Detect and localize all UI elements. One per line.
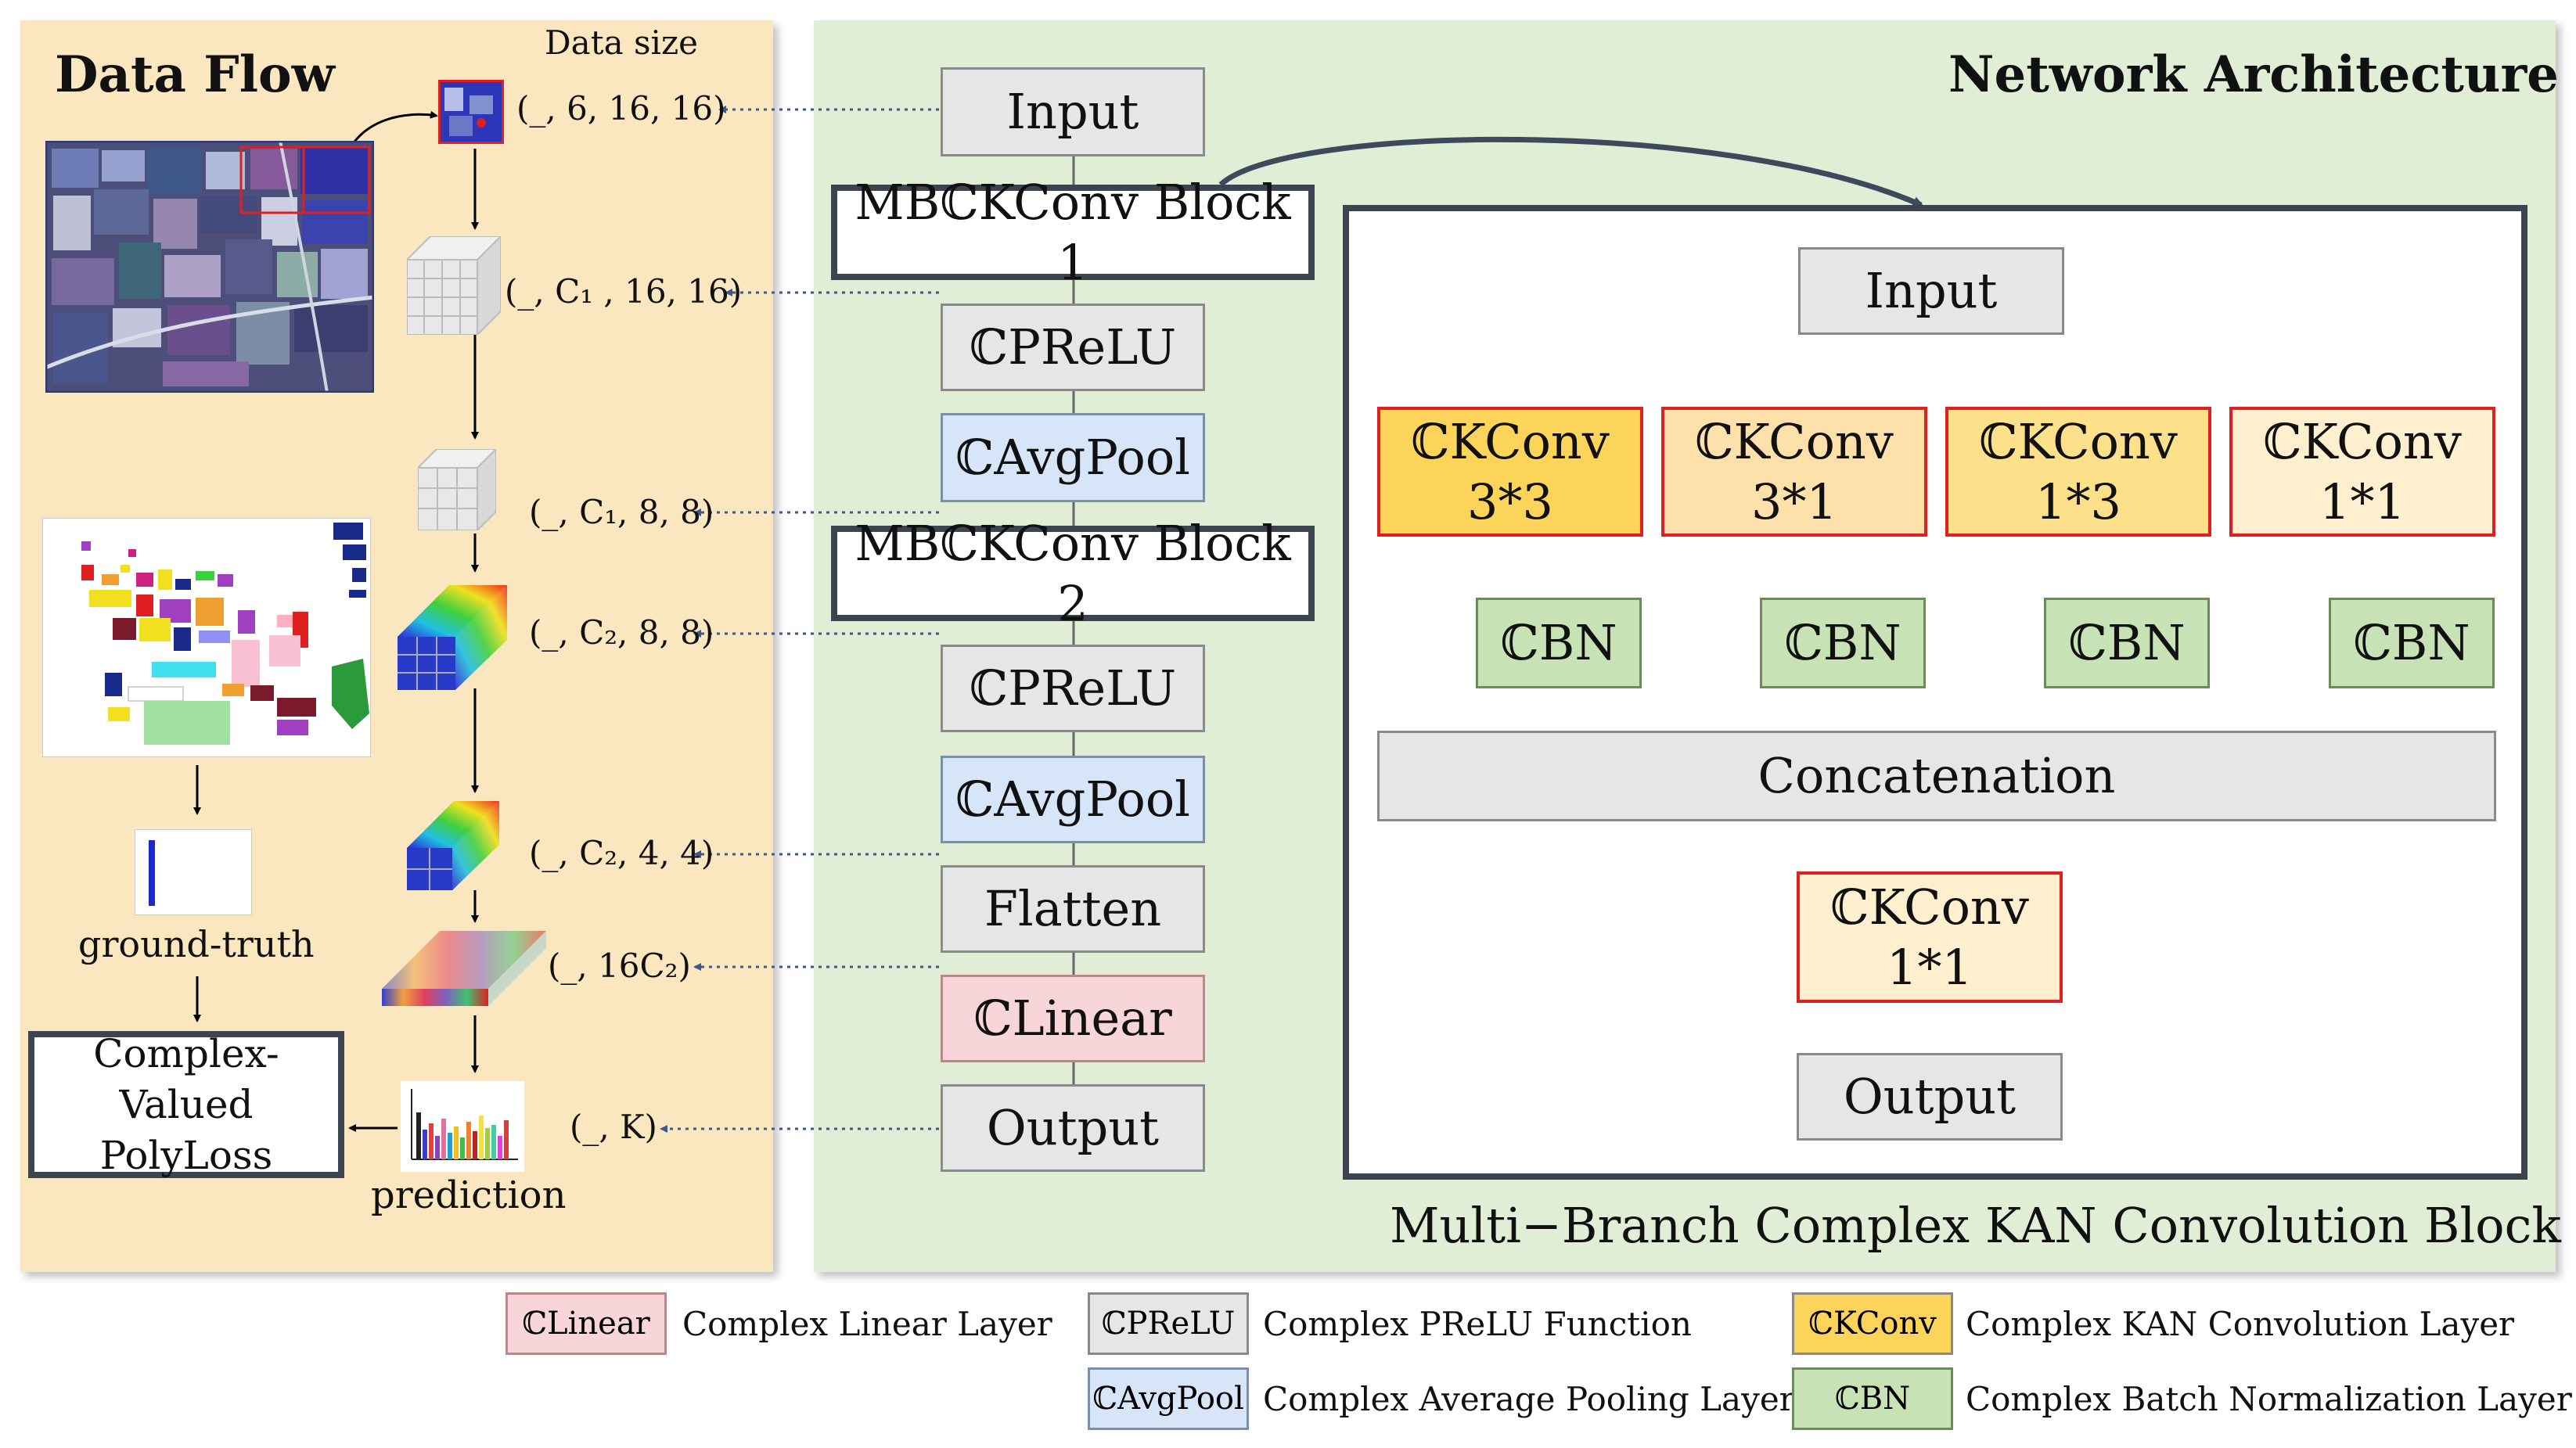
pipeline-input: Input [941, 67, 1205, 156]
pipeline-cavgpool-2: ℂAvgPool [941, 756, 1205, 843]
branch-1-name: ℂKConv [1411, 412, 1610, 470]
pooled-cube-rainbow-icon [407, 801, 499, 890]
branch-3-name: ℂKConv [1979, 412, 2178, 470]
input-patch-icon [438, 80, 504, 144]
block-input: Input [1798, 247, 2064, 335]
pooled-cube-gray-icon [418, 449, 496, 530]
branch-ckconv-3x1: ℂKConv 3*1 [1661, 407, 1927, 537]
size-label-block2: (_, C₂, 8, 8) [529, 613, 714, 652]
polyloss-line2: PolyLoss [99, 1132, 273, 1178]
flattened-vector-icon [382, 931, 546, 1006]
data-size-header: Data size [545, 23, 698, 62]
final-ckconv-kernel: 1*1 [1887, 939, 1973, 996]
branch-ckconv-1x1: ℂKConv 1*1 [2229, 407, 2495, 537]
size-label-pool1: (_, C₁, 8, 8) [529, 493, 714, 531]
branch-3-kernel: 1*3 [2035, 473, 2121, 530]
branch-1-cbn: ℂBN [1476, 598, 1642, 688]
network-architecture-title: Network Architecture [1948, 45, 2559, 104]
branch-2-kernel: 3*1 [1751, 473, 1837, 530]
legend-cprelu-desc: Complex PReLU Function [1263, 1305, 1692, 1343]
satellite-image [45, 141, 374, 393]
legend-clinear-swatch: ℂLinear [505, 1292, 667, 1355]
concatenation-layer: Concatenation [1377, 731, 2496, 821]
branch-4-kernel: 1*1 [2319, 473, 2405, 530]
polyloss-box: Complex-Valued PolyLoss [28, 1031, 344, 1178]
mbckconv-block-detail [1343, 205, 2527, 1180]
pipeline-flatten: Flatten [941, 865, 1205, 953]
branch-2-cbn: ℂBN [1760, 598, 1926, 688]
legend-ckconv-desc: Complex KAN Convolution Layer [1966, 1305, 2515, 1343]
branch-2-name: ℂKConv [1695, 412, 1894, 470]
legend-clinear-desc: Complex Linear Layer [682, 1305, 1052, 1343]
pipeline-cprelu-1: ℂPReLU [941, 304, 1205, 391]
pipeline-cprelu-2: ℂPReLU [941, 645, 1205, 732]
legend-cbn-swatch: ℂBN [1792, 1367, 1953, 1430]
branch-3-cbn: ℂBN [2044, 598, 2210, 688]
legend-cavgpool-desc: Complex Average Pooling Layer [1263, 1380, 1795, 1418]
prediction-histogram-icon [401, 1081, 524, 1172]
data-flow-title: Data Flow [55, 45, 335, 104]
block-output: Output [1797, 1053, 2063, 1141]
feature-cube-gray-icon [407, 236, 501, 335]
pipeline-mbckconv-block-2: MBℂKConv Block 2 [831, 515, 1315, 632]
legend-cavgpool-swatch: ℂAvgPool [1088, 1367, 1249, 1430]
ground-truth-label-icon [135, 829, 252, 915]
legend-cbn-desc: Complex Batch Normalization Layer [1966, 1380, 2572, 1418]
pipeline-clinear: ℂLinear [941, 975, 1205, 1062]
final-ckconv-name: ℂKConv [1830, 878, 2029, 936]
final-ckconv-1x1: ℂKConv 1*1 [1797, 871, 2063, 1003]
size-label-flatten: (_, 16C₂) [548, 947, 691, 985]
size-label-block1: (_, C₁ , 16, 16) [505, 272, 743, 311]
block-caption: Multi−Branch Complex KAN Convolution Blo… [1390, 1197, 2561, 1254]
size-label-input: (_, 6, 16, 16) [516, 89, 726, 128]
pipeline-output: Output [941, 1084, 1205, 1172]
ground-truth-map [42, 518, 371, 757]
polyloss-line1: Complex-Valued [93, 1030, 279, 1127]
size-label-pool2: (_, C₂, 4, 4) [529, 834, 714, 872]
branch-4-name: ℂKConv [2263, 412, 2462, 470]
legend-cprelu-swatch: ℂPReLU [1088, 1292, 1249, 1355]
branch-4-cbn: ℂBN [2329, 598, 2495, 688]
prediction-label: prediction [371, 1173, 567, 1217]
feature-cube-rainbow-icon [398, 585, 507, 690]
branch-ckconv-3x3: ℂKConv 3*3 [1377, 407, 1643, 537]
pipeline-mbckconv-block-1: MBℂKConv Block 1 [831, 174, 1315, 291]
size-label-output: (_, K) [570, 1108, 657, 1146]
legend-ckconv-swatch: ℂKConv [1792, 1292, 1953, 1355]
branch-1-kernel: 3*3 [1467, 473, 1553, 530]
pipeline-cavgpool-1: ℂAvgPool [941, 413, 1205, 502]
ground-truth-label: ground-truth [78, 923, 315, 965]
branch-ckconv-1x3: ℂKConv 1*3 [1945, 407, 2211, 537]
